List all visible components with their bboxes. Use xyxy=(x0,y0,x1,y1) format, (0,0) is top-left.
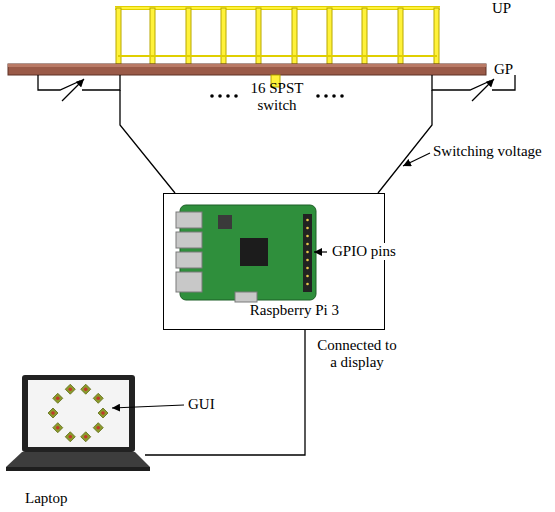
laptop-figure xyxy=(48,408,58,418)
laptop-figure xyxy=(22,375,135,452)
laptop-figure xyxy=(56,426,60,430)
laptop-figure xyxy=(53,393,63,403)
raspberry-pi-board xyxy=(306,267,309,270)
board-box: Raspberry Pi 3 xyxy=(163,193,385,330)
raspberry-pi-board xyxy=(176,272,202,292)
spst-switch xyxy=(472,79,494,101)
laptop-figure xyxy=(28,380,129,447)
laptop-node: Laptop xyxy=(5,372,145,508)
spst-switch xyxy=(432,75,515,101)
laptop-figure xyxy=(84,387,88,391)
raspberry-pi-board xyxy=(218,215,232,229)
part-label: GP xyxy=(494,61,513,78)
raspberry-pi-board xyxy=(306,227,309,230)
upper-plate xyxy=(115,6,440,10)
signal-label: Switching voltage xyxy=(433,143,542,160)
pin-label: GPIO pins xyxy=(330,243,398,260)
spst-switch xyxy=(38,75,120,101)
screen-label: GUI xyxy=(188,396,215,413)
ellipsis-dots xyxy=(332,94,336,98)
laptop-figure xyxy=(93,423,103,433)
node-text: Laptop xyxy=(25,490,68,507)
leader-arrow xyxy=(403,153,430,166)
raspberry-pi-board xyxy=(176,205,316,302)
ellipsis-dots xyxy=(316,94,320,98)
upper-plate xyxy=(115,7,440,9)
laptop-figure xyxy=(84,435,88,439)
spst-switch xyxy=(432,75,490,90)
ellipsis-dots xyxy=(226,94,230,98)
laptop-figure xyxy=(65,432,75,442)
upper-plate xyxy=(116,8,439,64)
ellipsis-dots xyxy=(324,94,328,98)
laptop-figure xyxy=(65,384,75,394)
spst-switch xyxy=(38,75,80,90)
laptop-figure xyxy=(93,393,103,403)
ground-plane xyxy=(8,64,486,67)
laptop-figure xyxy=(81,432,91,442)
raspberry-pi-board xyxy=(306,235,309,238)
raspberry-pi-board xyxy=(235,292,257,302)
connector-label: Connected to a display xyxy=(313,337,401,372)
node-text: Raspberry Pi 3 xyxy=(250,302,339,319)
raspberry-pi-board xyxy=(306,259,309,262)
upper-plate xyxy=(115,8,440,64)
laptop-figure xyxy=(68,435,72,439)
control-wire xyxy=(378,90,432,193)
ellipsis-dots xyxy=(234,94,238,98)
laptop-figure xyxy=(101,411,105,415)
raspberry-pi-board xyxy=(306,251,309,254)
laptop-figure xyxy=(51,411,55,415)
laptop-figure xyxy=(53,423,63,433)
switch-label: 16 SPST switch xyxy=(237,80,317,115)
ellipsis-dots xyxy=(340,94,344,98)
part-label: UP xyxy=(492,0,511,17)
upper-plate xyxy=(118,55,437,57)
raspberry-pi-board xyxy=(176,232,202,248)
laptop-figure xyxy=(56,397,60,401)
raspberry-pi-board xyxy=(176,252,202,268)
raspberry-pi-board xyxy=(306,275,309,278)
control-wire xyxy=(120,90,175,193)
raspberry-pi-board xyxy=(303,214,312,292)
raspberry-pi-board xyxy=(176,212,202,228)
raspberry-pi-board xyxy=(306,243,309,246)
leader-arrow xyxy=(112,405,184,408)
ellipsis-dots xyxy=(210,94,214,98)
spst-switch xyxy=(492,75,515,90)
laptop-figure xyxy=(6,452,150,467)
raspberry-pi-board xyxy=(306,219,309,286)
laptop-figure xyxy=(98,408,108,418)
ground-plane xyxy=(8,64,486,75)
laptop-figure xyxy=(96,397,100,401)
connector-line xyxy=(145,330,305,455)
raspberry-pi-board xyxy=(306,219,309,222)
ellipsis-dots xyxy=(218,94,222,98)
spst-switch xyxy=(62,79,84,101)
laptop-figure xyxy=(6,467,150,471)
raspberry-pi-board xyxy=(240,238,268,266)
leader-arrow xyxy=(314,251,327,252)
laptop-figure xyxy=(81,384,91,394)
laptop-figure xyxy=(48,384,108,442)
spst-switch xyxy=(82,75,120,90)
laptop-figure xyxy=(6,375,150,471)
laptop-figure xyxy=(68,387,72,391)
raspberry-pi-board xyxy=(306,283,309,286)
laptop-figure xyxy=(96,426,100,430)
